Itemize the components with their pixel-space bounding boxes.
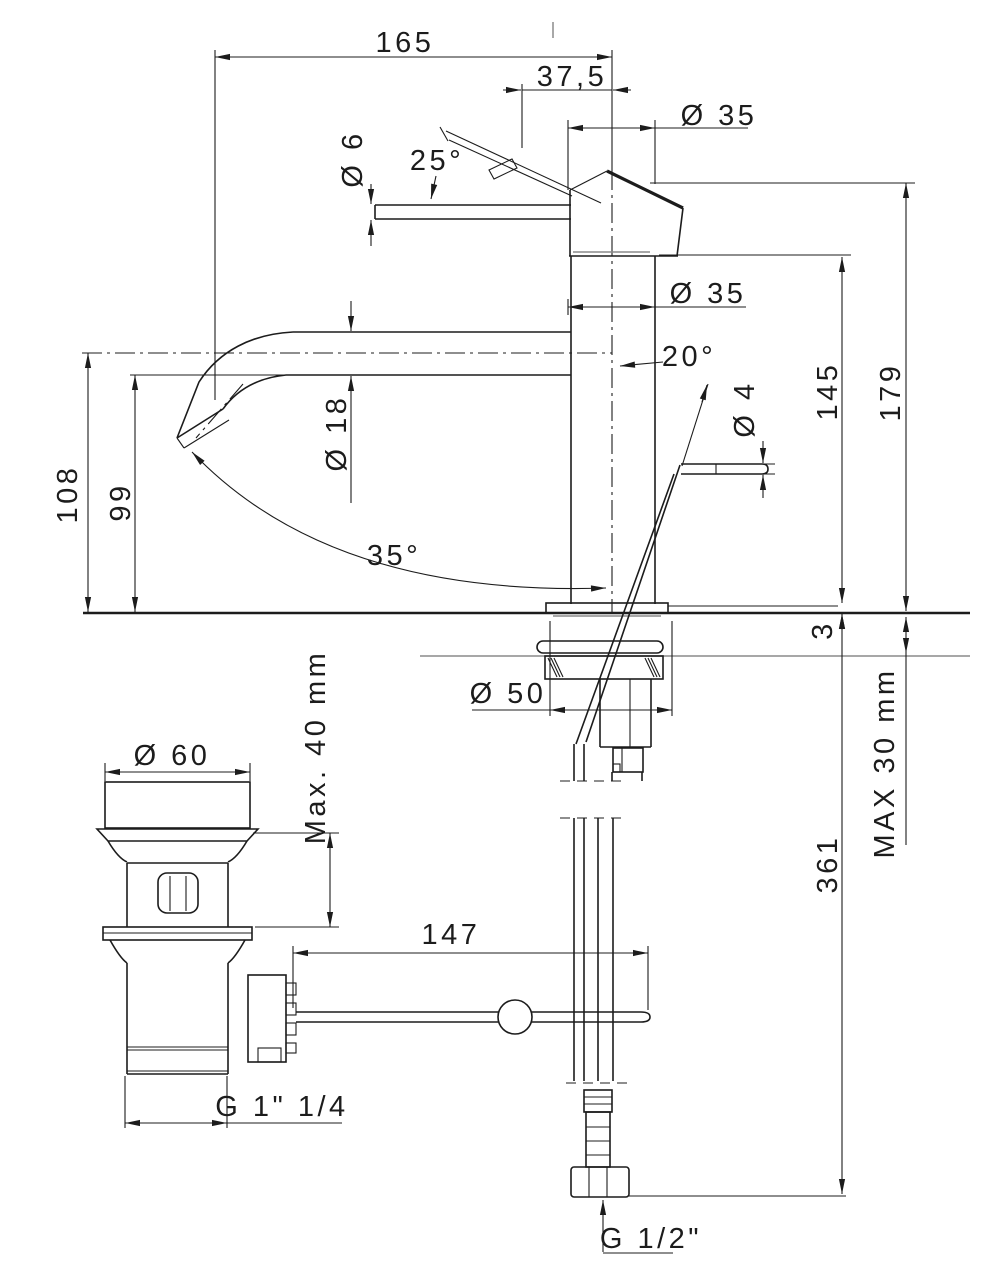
- faucet-body-outline: [82, 22, 970, 1198]
- supply-hoses: [560, 772, 643, 1084]
- dim-lever-offset-37-5: 37,5: [503, 61, 631, 148]
- dimension-annotations: 165 37,5 Ø 35 Ø 35 Ø 6: [52, 27, 915, 1255]
- dim-label-drain-flange-diameter: Ø 60: [134, 740, 211, 772]
- ball-joint: [497, 999, 533, 1035]
- dim-reach-165: 165: [214, 27, 612, 400]
- dim-base-diameter-50: Ø 50: [470, 621, 673, 716]
- dim-hose-length-361: 361: [629, 614, 846, 1197]
- dim-label-body-diameter: Ø 35: [670, 278, 747, 310]
- dim-label-rod-angle: 20°: [662, 341, 716, 373]
- dim-swivel-angle-35: 35°: [191, 451, 607, 592]
- dim-supply-thread-g12: G 1/2": [600, 1200, 702, 1255]
- dim-lever-angle-25: 25°: [410, 145, 464, 200]
- hex-nut: [570, 1166, 630, 1198]
- dim-label-rod-length: 147: [422, 919, 481, 951]
- dim-label-top-diameter: Ø 35: [681, 100, 758, 132]
- dim-body-diameter-35: Ø 35: [567, 278, 747, 315]
- dim-drain-clamp-range-40: Max. 40 mm: [253, 650, 339, 928]
- dim-top-diameter-35: Ø 35: [567, 100, 758, 190]
- dim-label-drain-clamp-range: Max. 40 mm: [300, 650, 332, 845]
- spout-outline: [82, 331, 612, 449]
- dim-rod-length-147: 147: [292, 919, 649, 1010]
- pop-up-rod: [573, 463, 769, 1081]
- dim-label-plate-thickness: 3: [807, 620, 839, 640]
- mounting-hardware: [536, 640, 664, 773]
- dim-label-rod-diameter: Ø 4: [729, 380, 761, 437]
- drain-rod-coupling: [247, 974, 297, 1063]
- dim-label-swivel-angle: 35°: [367, 540, 421, 572]
- dim-total-height-179: 179: [650, 182, 915, 611]
- dim-label-spout-height: 99: [105, 482, 137, 521]
- overflow-window: [157, 872, 199, 914]
- pop-up-linkage-rod: [296, 999, 651, 1035]
- lever-open-position: [439, 126, 602, 204]
- dim-spout-height-99: 99: [105, 374, 286, 612]
- dim-label-total-height: 179: [875, 363, 907, 422]
- dim-label-reach: 165: [376, 27, 435, 59]
- dim-rod-angle-20: 20°: [619, 341, 716, 467]
- dim-lever-diameter-6: Ø 6: [337, 130, 375, 246]
- dim-label-max-deck-thickness: MAX 30 mm: [869, 667, 901, 858]
- dim-cartridge-height-145: 145: [659, 254, 851, 603]
- drain-cap: [104, 781, 251, 829]
- drain-assembly-outline: [95, 781, 651, 1075]
- dim-label-lever-diameter: Ø 6: [337, 130, 369, 187]
- dim-rod-diameter-4: Ø 4: [729, 380, 775, 498]
- spout-outlet-axis: [195, 383, 244, 439]
- handle-cap-top-edge: [606, 169, 684, 210]
- dim-label-hose-length: 361: [812, 835, 844, 894]
- dim-label-lever-offset: 37,5: [537, 61, 607, 93]
- dim-label-spout-height-top: 108: [52, 465, 84, 524]
- dim-label-cartridge-height: 145: [812, 362, 844, 421]
- dim-label-spout-diameter: Ø 18: [321, 395, 353, 472]
- dim-drain-thread-g114: G 1" 1/4: [124, 1076, 348, 1128]
- supply-connector: [570, 1089, 630, 1198]
- dim-max-deck-thickness-30: MAX 30 mm: [869, 617, 910, 859]
- lever-closed-position: [374, 204, 571, 220]
- dim-drain-flange-diameter-60: Ø 60: [104, 740, 251, 781]
- dim-label-supply-thread: G 1/2": [600, 1223, 702, 1255]
- dim-label-lever-angle: 25°: [410, 145, 464, 177]
- base-plate: [545, 602, 669, 614]
- dim-label-drain-thread: G 1" 1/4: [215, 1091, 348, 1123]
- dim-plate-thickness-3: 3: [668, 605, 846, 640]
- dim-spout-height-108: 108: [52, 353, 92, 612]
- dim-label-base-diameter: Ø 50: [470, 678, 547, 710]
